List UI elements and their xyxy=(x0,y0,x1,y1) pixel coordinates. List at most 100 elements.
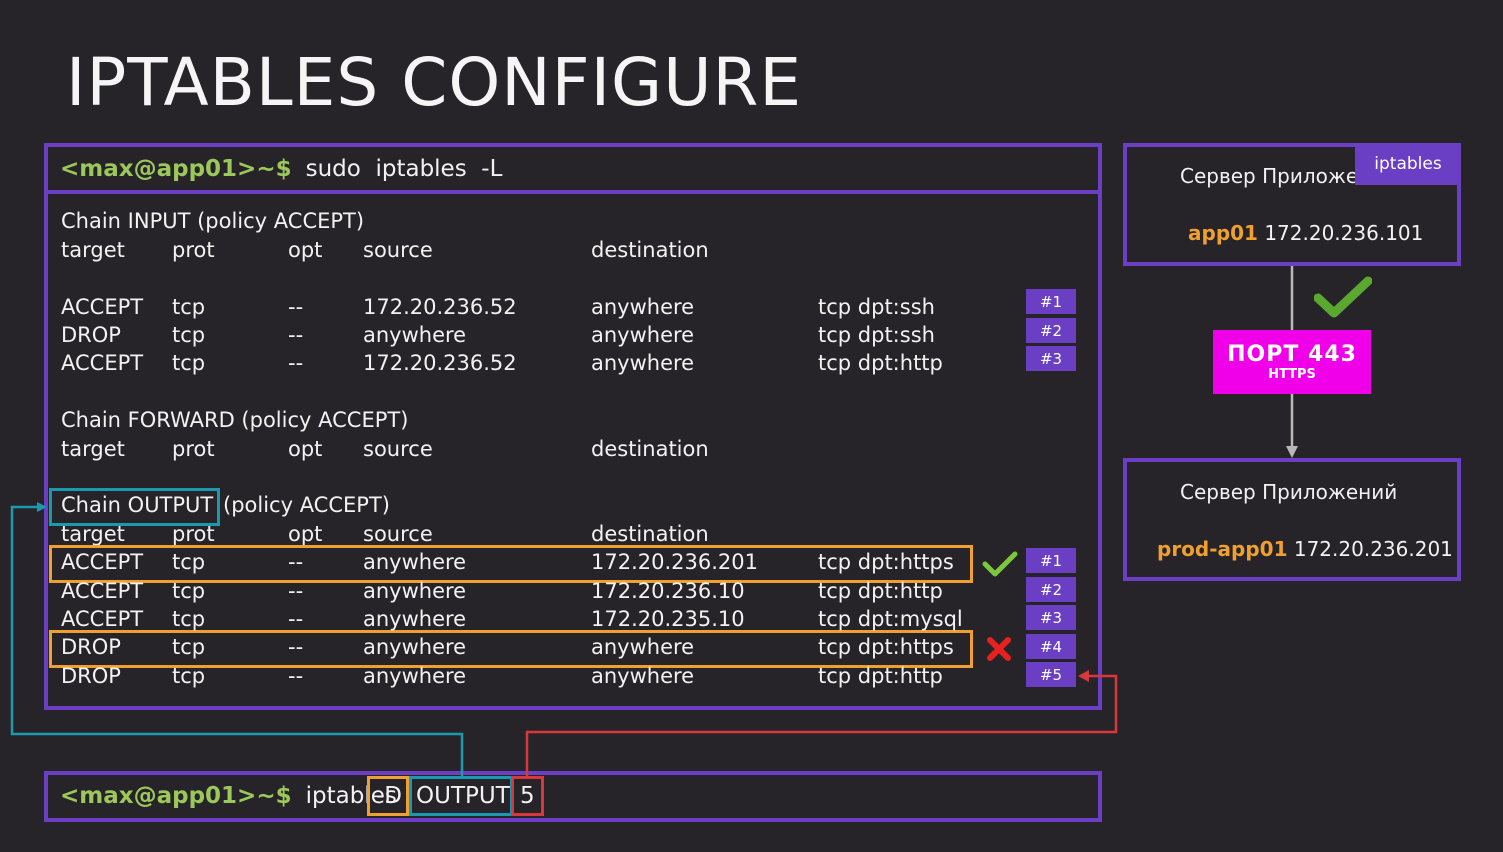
cell-destination: 172.20.235.10 xyxy=(591,607,745,631)
iptables-output-box xyxy=(44,190,1102,710)
server-ip: 172.20.236.201 xyxy=(1293,537,1453,561)
cell-prot: tcp xyxy=(172,607,206,631)
chain-output-policy: (policy ACCEPT) xyxy=(223,493,390,517)
cell-opt: -- xyxy=(288,664,304,688)
cell-target: ACCEPT xyxy=(61,295,144,319)
cell-extra: tcp dpt:http xyxy=(818,579,943,603)
rule-number-badge: #5 xyxy=(1026,662,1076,687)
cell-prot: tcp xyxy=(172,351,206,375)
page-title: IPTABLES CONFIGURE xyxy=(66,44,803,121)
cell-destination: 172.20.236.10 xyxy=(591,579,745,603)
cell-extra: tcp dpt:http xyxy=(818,664,943,688)
cell-extra: tcp dpt:mysql xyxy=(818,607,963,631)
cell-opt: -- xyxy=(288,351,304,375)
server-prod-app01-box xyxy=(1123,458,1461,581)
server-name: app01 xyxy=(1188,221,1258,245)
server-address: app01 172.20.236.101 xyxy=(1188,221,1423,245)
cell-opt: -- xyxy=(288,635,304,659)
server-address: prod-app01 172.20.236.201 xyxy=(1157,537,1453,561)
rule-number-badge: #2 xyxy=(1026,577,1076,602)
col-destination: destination xyxy=(591,437,709,461)
col-destination: destination xyxy=(591,522,709,546)
cell-opt: -- xyxy=(288,579,304,603)
cell-extra: tcp dpt:https xyxy=(818,635,954,659)
server-title: Сервер Приложе xyxy=(1180,164,1359,188)
top-prompt: <max@app01>~$ sudo iptables -L xyxy=(60,153,502,185)
col-source: source xyxy=(363,437,433,461)
col-source: source xyxy=(363,522,433,546)
col-prot: prot xyxy=(172,238,215,262)
port-443-block: ПОРТ 443 HTTPS xyxy=(1213,330,1371,394)
col-prot: prot xyxy=(172,522,215,546)
close-icon xyxy=(987,637,1011,661)
command-rule-number: 5 xyxy=(520,783,535,809)
cell-target: DROP xyxy=(61,635,121,659)
flag-highlight xyxy=(367,776,409,816)
cell-opt: -- xyxy=(288,295,304,319)
col-opt: opt xyxy=(288,437,323,461)
col-prot: prot xyxy=(172,437,215,461)
cell-destination: anywhere xyxy=(591,635,695,659)
cell-source: anywhere xyxy=(363,323,467,347)
rule-highlight-allow xyxy=(49,545,973,583)
cell-destination: anywhere xyxy=(591,295,695,319)
cell-opt: -- xyxy=(288,607,304,631)
cell-target: ACCEPT xyxy=(61,550,144,574)
rule-number-highlight xyxy=(511,776,544,816)
cell-destination: anywhere xyxy=(591,664,695,688)
cell-extra: tcp dpt:ssh xyxy=(818,295,935,319)
cell-source: 172.20.236.52 xyxy=(363,351,517,375)
cell-target: DROP xyxy=(61,664,121,688)
check-icon xyxy=(1314,276,1372,318)
iptables-tag: iptables xyxy=(1355,143,1461,185)
cell-target: ACCEPT xyxy=(61,579,144,603)
col-target: target xyxy=(61,437,125,461)
cell-destination: 172.20.236.201 xyxy=(591,550,758,574)
cell-prot: tcp xyxy=(172,664,206,688)
cell-source: anywhere xyxy=(363,550,467,574)
prompt-text: <max@app01>~$ xyxy=(60,783,292,809)
server-name: prod-app01 xyxy=(1157,537,1288,561)
chain-forward-header: Chain FORWARD (policy ACCEPT) xyxy=(61,408,409,432)
rule-number-badge: #1 xyxy=(1026,548,1076,573)
rule-number-badge: #4 xyxy=(1026,634,1076,659)
col-opt: opt xyxy=(288,238,323,262)
check-icon xyxy=(982,551,1018,577)
rule-number-badge: #2 xyxy=(1026,318,1076,343)
port-protocol: HTTPS xyxy=(1268,367,1316,382)
command-flag: -D xyxy=(376,783,403,809)
col-target: target xyxy=(61,238,125,262)
rule-highlight-drop xyxy=(49,630,973,668)
cell-extra: tcp dpt:http xyxy=(818,351,943,375)
col-source: source xyxy=(363,238,433,262)
cell-prot: tcp xyxy=(172,635,206,659)
port-label: ПОРТ 443 xyxy=(1227,342,1357,367)
cell-extra: tcp dpt:ssh xyxy=(818,323,935,347)
col-opt: opt xyxy=(288,522,323,546)
cell-target: DROP xyxy=(61,323,121,347)
cell-prot: tcp xyxy=(172,295,206,319)
chain-output-header: Chain OUTPUT xyxy=(61,493,214,517)
bottom-prompt: <max@app01>~$ iptables xyxy=(60,780,397,812)
cell-opt: -- xyxy=(288,550,304,574)
server-title: Сервер Приложений xyxy=(1180,480,1398,504)
bottom-command-box xyxy=(44,771,1102,822)
chain-input-header: Chain INPUT (policy ACCEPT) xyxy=(61,209,365,233)
command-text: sudo iptables -L xyxy=(305,156,503,182)
cell-destination: anywhere xyxy=(591,323,695,347)
cell-target: ACCEPT xyxy=(61,351,144,375)
cell-target: ACCEPT xyxy=(61,607,144,631)
cell-source: anywhere xyxy=(363,664,467,688)
rule-number-badge: #1 xyxy=(1026,289,1076,314)
cell-opt: -- xyxy=(288,323,304,347)
cell-prot: tcp xyxy=(172,579,206,603)
rule-number-badge: #3 xyxy=(1026,605,1076,630)
server-app01-box xyxy=(1123,143,1461,266)
rule-number-badge: #3 xyxy=(1026,346,1076,371)
command-chain: OUTPUT xyxy=(416,783,510,809)
cell-prot: tcp xyxy=(172,550,206,574)
cell-extra: tcp dpt:https xyxy=(818,550,954,574)
cell-prot: tcp xyxy=(172,323,206,347)
cell-source: anywhere xyxy=(363,607,467,631)
